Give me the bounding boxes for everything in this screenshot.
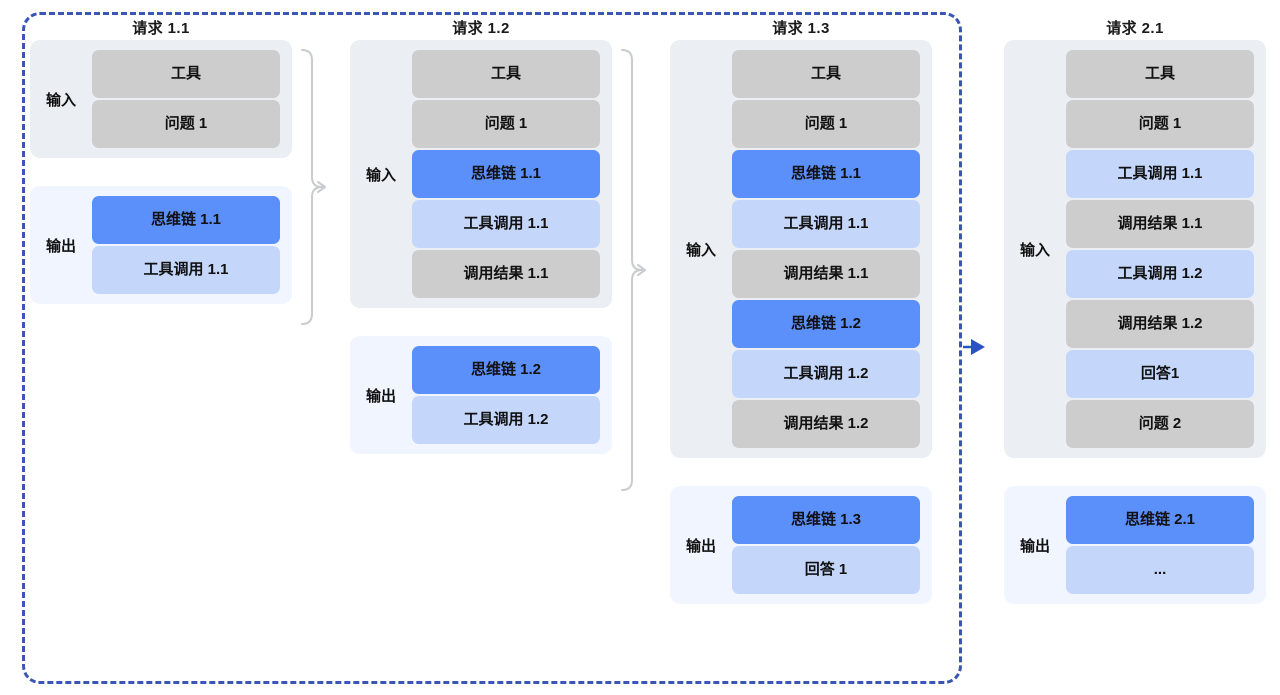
message-box[interactable]: 问题 2 — [1066, 400, 1254, 448]
message-box[interactable]: 问题 1 — [732, 100, 920, 148]
output-section: 输出思维链 2.1... — [1004, 486, 1266, 604]
brace-2-to-3 — [620, 48, 654, 497]
message-box[interactable]: 工具调用 1.1 — [412, 200, 600, 248]
message-box[interactable]: 思维链 1.3 — [732, 496, 920, 544]
message-box[interactable]: 工具调用 1.2 — [1066, 250, 1254, 298]
output-label: 输出 — [1019, 537, 1050, 555]
input-item-list: 工具问题 1 — [92, 50, 280, 148]
message-box[interactable]: 思维链 1.1 — [412, 150, 600, 198]
message-box[interactable]: 调用结果 1.1 — [1066, 200, 1254, 248]
message-box[interactable]: 调用结果 1.2 — [1066, 300, 1254, 348]
message-box[interactable]: 工具调用 1.2 — [412, 396, 600, 444]
input-label: 输入 — [685, 241, 716, 259]
message-box[interactable]: 思维链 1.2 — [412, 346, 600, 394]
column-title: 请求 1.3 — [772, 20, 830, 37]
message-box[interactable]: 问题 1 — [92, 100, 280, 148]
output-label: 输出 — [45, 237, 76, 255]
message-box[interactable]: 调用结果 1.2 — [732, 400, 920, 448]
input-label: 输入 — [365, 166, 396, 184]
input-label: 输入 — [1019, 241, 1050, 259]
message-box[interactable]: 工具调用 1.1 — [92, 246, 280, 294]
message-box[interactable]: 问题 1 — [1066, 100, 1254, 148]
message-box[interactable]: 工具调用 1.1 — [1066, 150, 1254, 198]
message-box[interactable]: 工具 — [1066, 50, 1254, 98]
column-title: 请求 1.1 — [132, 20, 190, 37]
message-box[interactable]: 工具 — [412, 50, 600, 98]
message-box[interactable]: 回答 1 — [732, 546, 920, 594]
message-box[interactable]: 工具调用 1.1 — [732, 200, 920, 248]
message-box[interactable]: 思维链 1.1 — [732, 150, 920, 198]
message-box[interactable]: 调用结果 1.1 — [732, 250, 920, 298]
output-label: 输出 — [365, 387, 396, 405]
message-box[interactable]: 问题 1 — [412, 100, 600, 148]
message-box[interactable]: 思维链 1.2 — [732, 300, 920, 348]
message-box[interactable]: 调用结果 1.1 — [412, 250, 600, 298]
output-item-list: 思维链 2.1... — [1066, 496, 1254, 594]
message-box[interactable]: 思维链 1.1 — [92, 196, 280, 244]
message-box[interactable]: 工具调用 1.2 — [732, 350, 920, 398]
message-box[interactable]: 工具 — [732, 50, 920, 98]
output-label: 输出 — [685, 537, 716, 555]
group-transition-arrow — [963, 336, 987, 358]
input-section: 输入工具问题 1 — [30, 40, 292, 158]
message-box[interactable]: ... — [1066, 546, 1254, 594]
message-box[interactable]: 回答1 — [1066, 350, 1254, 398]
brace-1-to-2 — [300, 48, 334, 331]
column-title: 请求 2.1 — [1106, 20, 1164, 37]
input-label: 输入 — [45, 91, 76, 109]
column-title: 请求 1.2 — [452, 20, 510, 37]
message-box[interactable]: 工具 — [92, 50, 280, 98]
message-box[interactable]: 思维链 2.1 — [1066, 496, 1254, 544]
